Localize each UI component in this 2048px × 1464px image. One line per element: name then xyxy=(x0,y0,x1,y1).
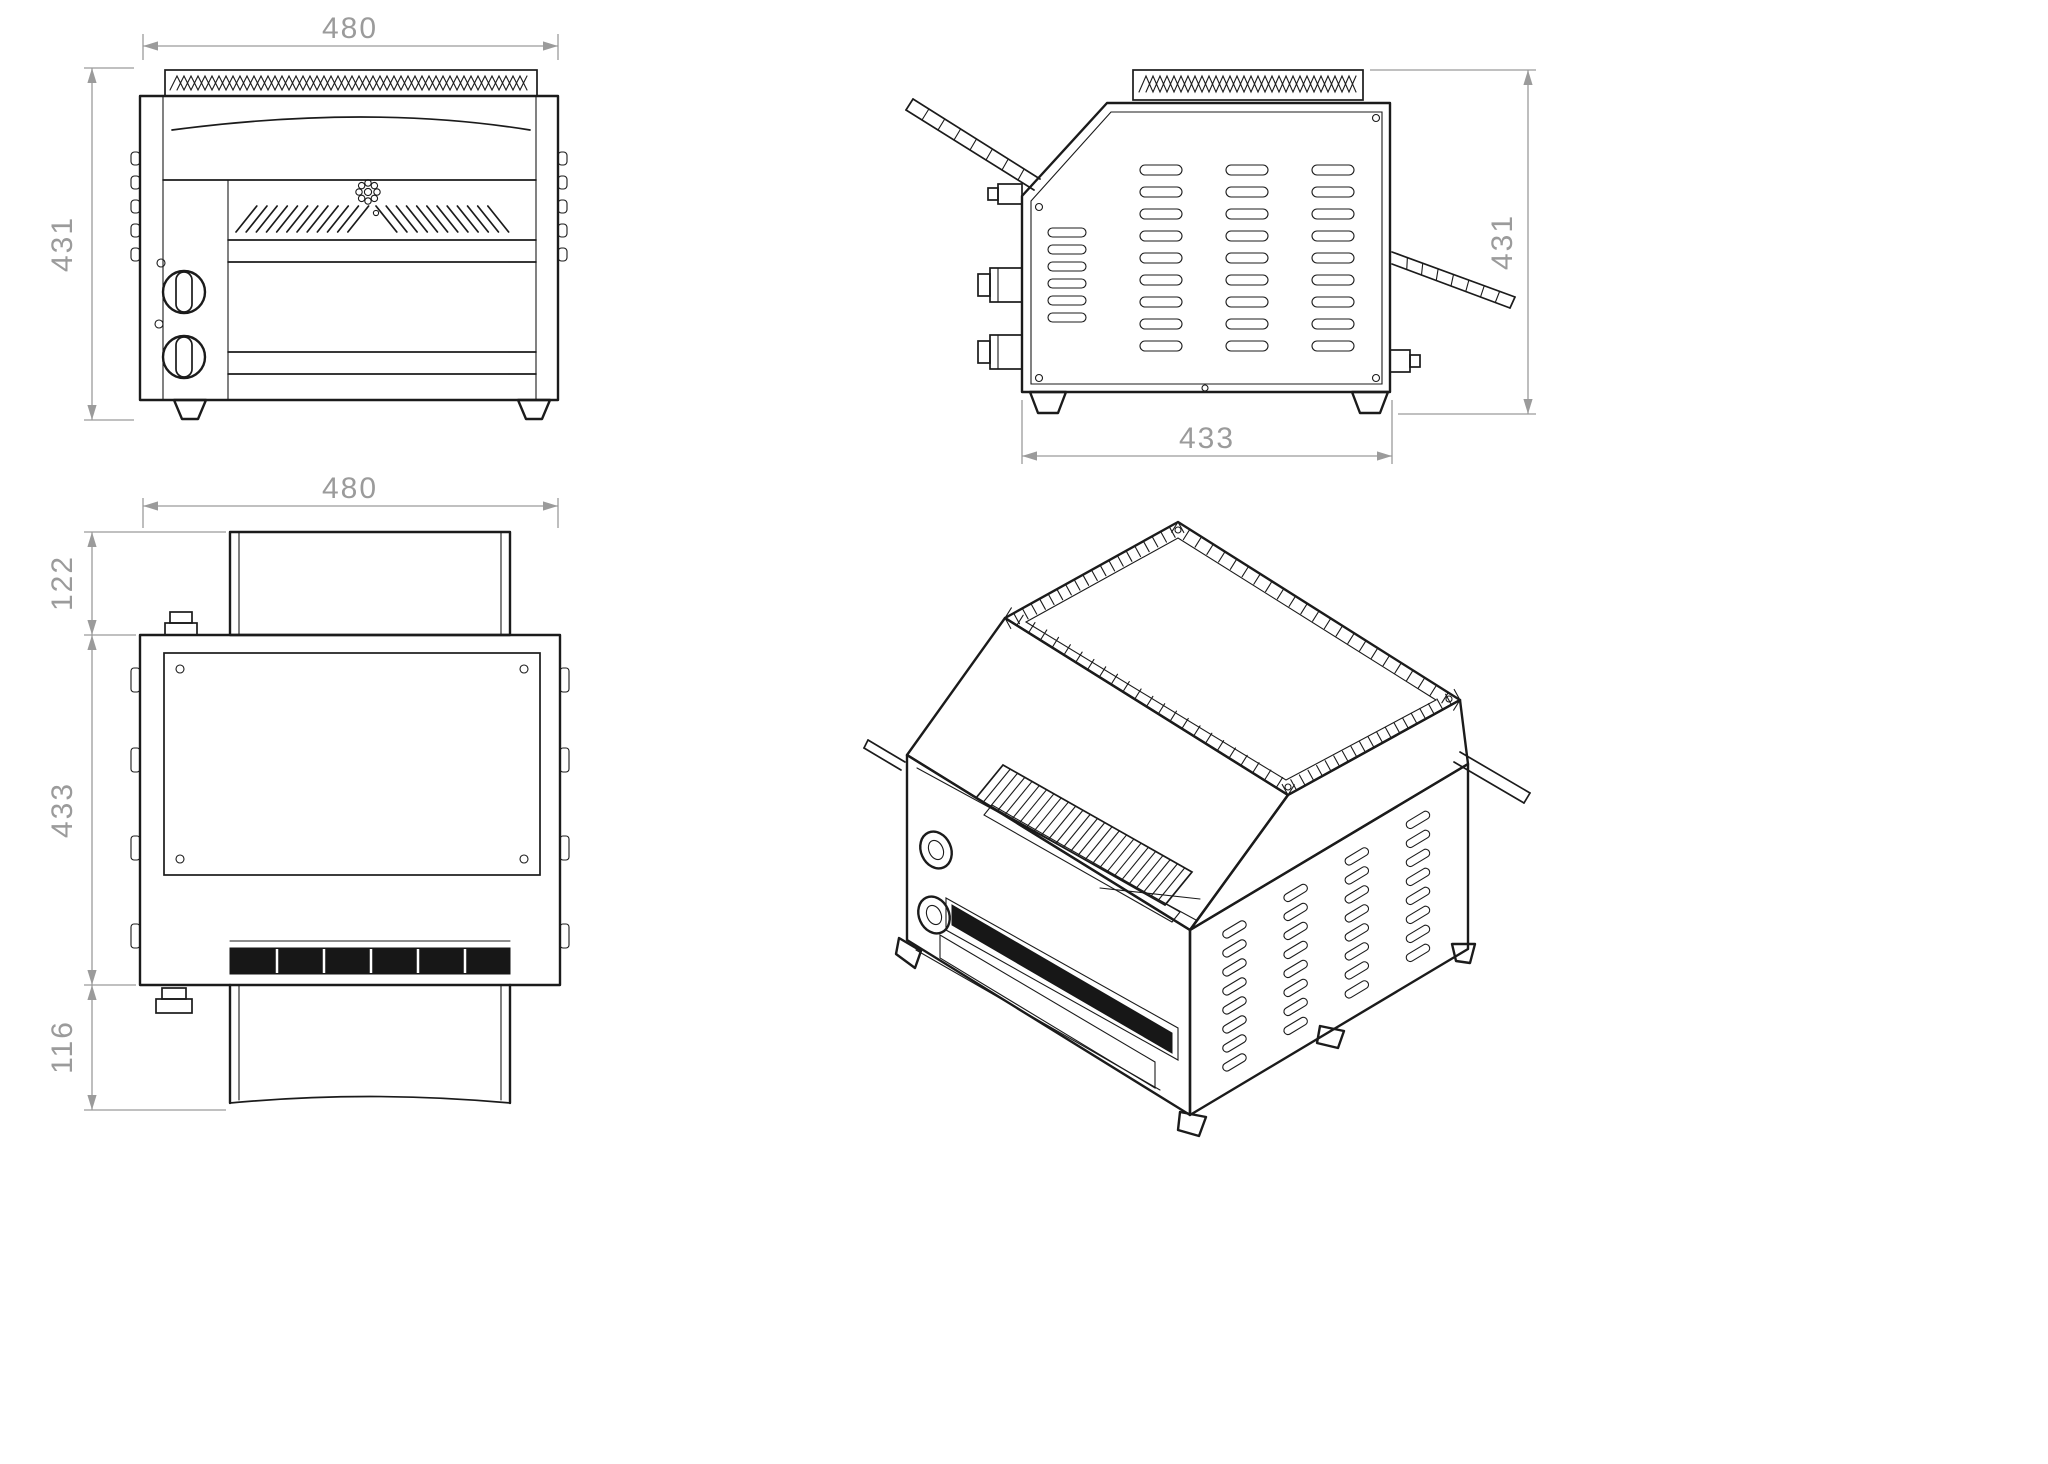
side-dimensions: 431 433 xyxy=(1021,69,1536,464)
top-body-depth-dimension: 433 xyxy=(46,782,79,838)
crumb-tray-pattern xyxy=(169,74,528,92)
center-rosette-screw xyxy=(355,179,381,205)
iso-feed-rail xyxy=(863,739,906,771)
exit-slot-separators xyxy=(275,949,467,973)
top-feed-tray xyxy=(228,530,512,637)
feed-ramp xyxy=(905,98,1041,191)
front-body xyxy=(130,94,568,402)
front-dimension-lines xyxy=(87,41,558,420)
front-view: 480 431 xyxy=(46,12,568,421)
iso-control-knobs xyxy=(917,830,953,935)
iso-feed-tray xyxy=(1003,520,1462,797)
crumb-tray-pattern xyxy=(1138,74,1357,94)
side-height-dimension: 431 xyxy=(1486,214,1519,270)
top-width-dimension: 480 xyxy=(322,472,378,505)
side-depth-dimension: 433 xyxy=(1179,422,1235,455)
top-left-fitting xyxy=(164,611,198,636)
heating-element-hatch xyxy=(235,205,510,233)
front-crumb-tray xyxy=(164,69,538,97)
iso-feet xyxy=(894,936,1477,1138)
side-control-knobs xyxy=(977,183,1023,370)
exit-ramp xyxy=(1391,251,1516,309)
iso-exit-rail xyxy=(1453,751,1531,804)
front-feet xyxy=(172,398,552,421)
iso-body xyxy=(905,616,1470,1117)
front-control-knobs xyxy=(154,258,207,380)
top-exit-tray xyxy=(228,983,512,1105)
front-height-dimension: 431 xyxy=(46,216,79,272)
rack-hatch xyxy=(975,764,1193,906)
side-feet xyxy=(1028,390,1390,415)
top-dimension-lines xyxy=(87,501,558,1110)
bottom-left-fitting xyxy=(155,987,193,1014)
iso-toast-rack xyxy=(974,763,1201,923)
tray-rim-pattern xyxy=(1004,521,1461,796)
side-dimension-lines xyxy=(1022,70,1533,461)
top-rear-overhang-dimension: 116 xyxy=(46,1020,79,1074)
iso-vent-slots xyxy=(1222,810,1431,1072)
top-view: 480 122 433 116 xyxy=(46,472,570,1111)
side-body xyxy=(1020,101,1392,394)
side-view: 431 433 xyxy=(905,69,1536,464)
side-tabs xyxy=(130,667,570,949)
front-width-dimension: 480 xyxy=(322,12,378,45)
side-vent-ridges xyxy=(130,151,568,262)
side-vent-slots xyxy=(1047,164,1355,352)
front-dimensions: 480 431 xyxy=(46,12,559,421)
side-crumb-tray xyxy=(1132,69,1364,101)
top-body xyxy=(130,611,570,1014)
top-front-overhang-dimension: 122 xyxy=(46,555,79,611)
iso-conveyor-opening xyxy=(915,897,1179,1091)
top-dimensions: 480 122 433 116 xyxy=(46,472,559,1111)
isometric-view xyxy=(863,520,1531,1138)
cable-gland xyxy=(1389,349,1421,373)
